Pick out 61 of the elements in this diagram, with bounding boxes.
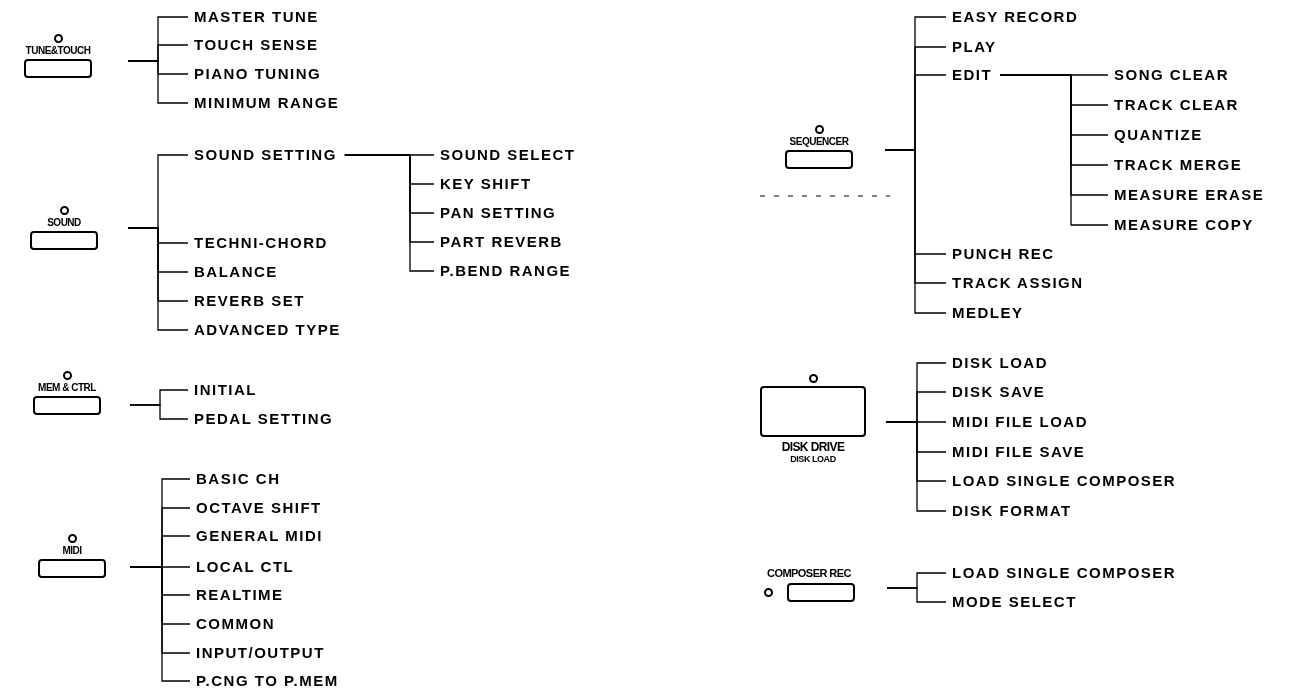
connector-line — [344, 154, 435, 272]
menu-item: REVERB SET — [194, 292, 305, 310]
menu-item: INPUT/OUTPUT — [196, 644, 325, 662]
menu-item: SOUND SELECT — [440, 146, 576, 164]
menu-item: LOCAL CTL — [196, 558, 295, 576]
menu-item: EDIT — [952, 66, 993, 84]
menu-item: PEDAL SETTING — [194, 410, 334, 428]
menu-item: MEASURE ERASE — [1114, 186, 1265, 204]
connector-line — [129, 566, 191, 682]
menu-item: SONG CLEAR — [1114, 66, 1229, 84]
menu-item: MODE SELECT — [952, 593, 1077, 611]
menu-item: ADVANCED TYPE — [194, 321, 341, 339]
menu-item: MEASURE COPY — [1114, 216, 1254, 234]
menu-item: PAN SETTING — [440, 204, 557, 222]
menu-item: TOUCH SENSE — [194, 36, 319, 54]
connector-line — [127, 227, 189, 331]
menu-item: BALANCE — [194, 263, 278, 281]
menu-item: MINIMUM RANGE — [194, 94, 340, 112]
menu-item: MEDLEY — [952, 304, 1024, 322]
menu-item: REALTIME — [196, 586, 284, 604]
menu-item: EASY RECORD — [952, 8, 1079, 26]
connector-line — [886, 587, 947, 603]
menu-item: SOUND SETTING — [194, 146, 337, 164]
button-label: MIDI — [62, 546, 82, 556]
button-label: COMPOSER REC — [767, 568, 851, 579]
menu-item: PUNCH REC — [952, 245, 1055, 263]
connector-line — [129, 404, 189, 420]
button-label: SOUND — [47, 218, 81, 228]
menu-item: LOAD SINGLE COMPOSER — [952, 472, 1177, 490]
menu-item: QUANTIZE — [1114, 126, 1203, 144]
menu-item: DISK LOAD — [952, 354, 1048, 372]
menu-item: TECHNI-CHORD — [194, 234, 328, 252]
menu-item: DISK SAVE — [952, 383, 1046, 401]
connector-line — [884, 149, 947, 314]
button-label: DISK DRIVE — [781, 441, 845, 453]
menu-item: BASIC CH — [196, 470, 281, 488]
menu-item: TRACK ASSIGN — [952, 274, 1084, 292]
menu-item: PART REVERB — [440, 233, 563, 251]
menu-item: PLAY — [952, 38, 997, 56]
button-label: TUNE&TOUCH — [25, 46, 91, 56]
menu-item: LOAD SINGLE COMPOSER — [952, 564, 1177, 582]
connector-line — [999, 74, 1109, 226]
menu-item: COMMON — [196, 615, 275, 633]
menu-item: MASTER TUNE — [194, 8, 319, 26]
menu-item: GENERAL MIDI — [196, 527, 323, 545]
menu-item: P.BEND RANGE — [440, 262, 572, 280]
menu-item: MIDI FILE LOAD — [952, 413, 1088, 431]
menu-item: TRACK CLEAR — [1114, 96, 1239, 114]
menu-item: INITIAL — [194, 381, 257, 399]
menu-item: OCTAVE SHIFT — [196, 499, 322, 517]
menu-item: TRACK MERGE — [1114, 156, 1243, 174]
menu-item: P.CNG TO P.MEM — [196, 672, 339, 690]
button-label: DISK LOAD — [790, 455, 836, 464]
menu-item: DISK FORMAT — [952, 502, 1072, 520]
menu-item: PIANO TUNING — [194, 65, 322, 83]
button-label: MEM & CTRL — [38, 383, 96, 393]
button-label: SEQUENCER — [789, 137, 849, 147]
connector-line — [885, 421, 947, 512]
connector-line — [127, 60, 189, 104]
menu-item: MIDI FILE SAVE — [952, 443, 1086, 461]
menu-item: KEY SHIFT — [440, 175, 532, 193]
